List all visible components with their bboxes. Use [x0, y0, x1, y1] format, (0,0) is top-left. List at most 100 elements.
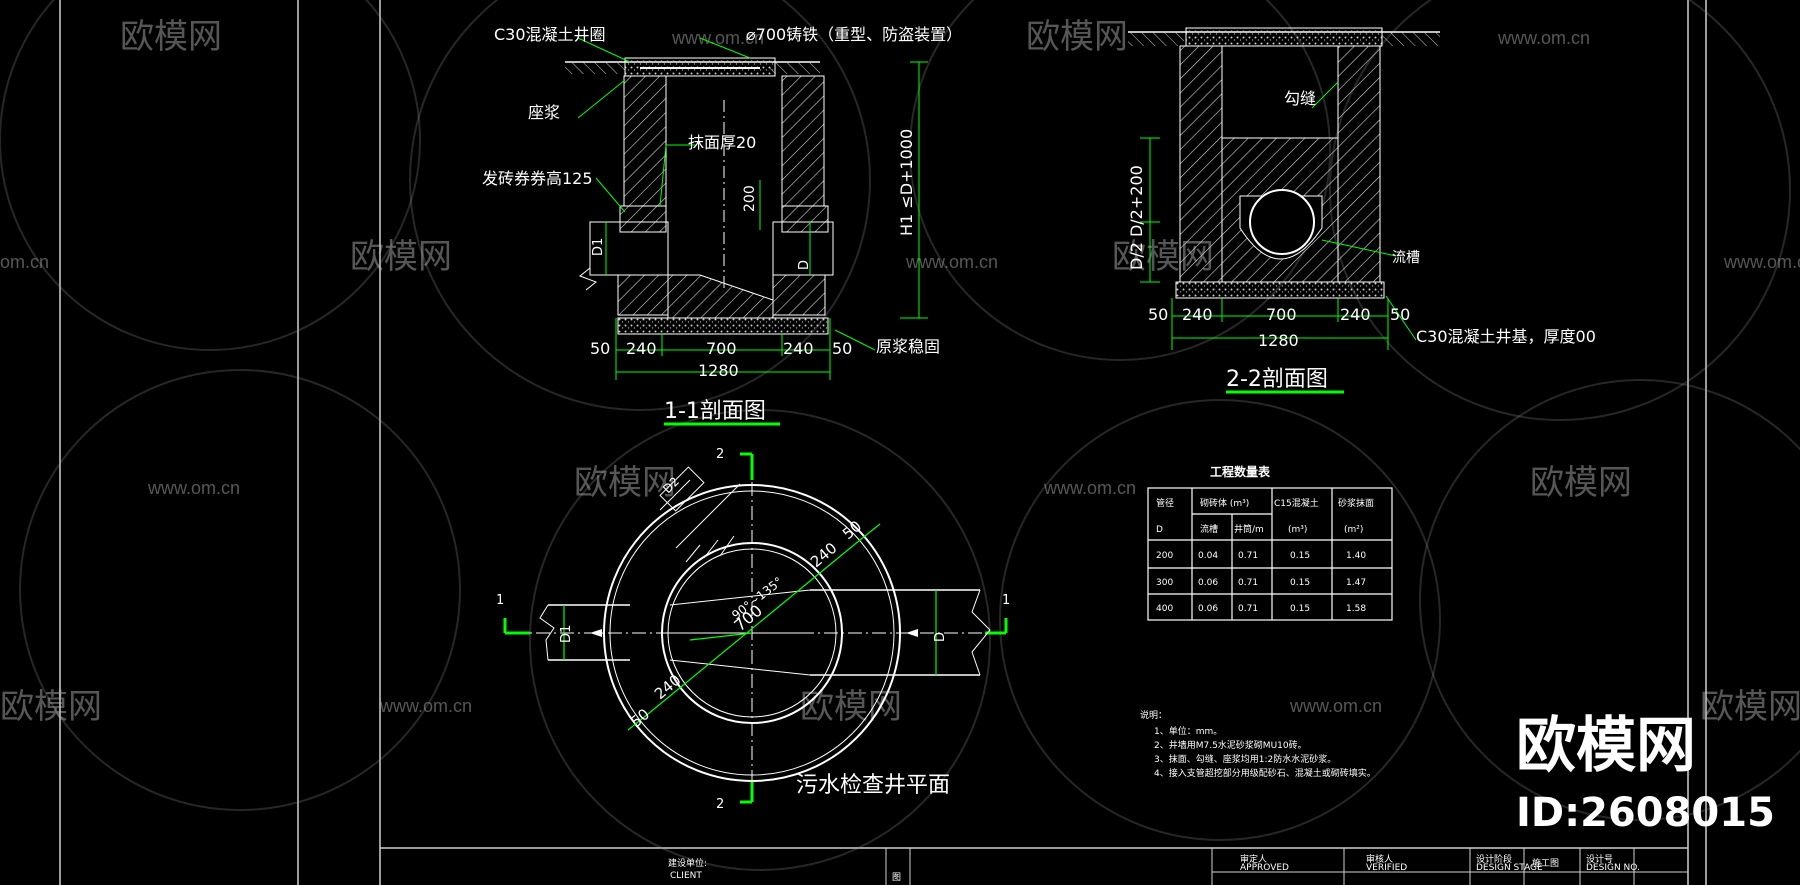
svg-text:www.om.cn: www.om.cn: [905, 252, 998, 272]
svg-text:抹面厚20: 抹面厚20: [688, 133, 756, 152]
section-2-2-title: 2-2剖面图: [1226, 367, 1328, 392]
svg-text:(m³): (m³): [1288, 525, 1307, 535]
svg-text:(m²): (m²): [1344, 525, 1363, 535]
svg-text:50: 50: [1390, 305, 1410, 324]
svg-text:www.om.cn: www.om.cn: [1043, 478, 1136, 498]
svg-text:D: D: [933, 632, 948, 642]
svg-text:0.04: 0.04: [1198, 551, 1218, 561]
svg-text:DESIGN STAGE: DESIGN STAGE: [1476, 863, 1543, 873]
svg-text:700: 700: [1266, 305, 1297, 324]
svg-text:CLIENT: CLIENT: [670, 871, 702, 881]
svg-text:D: D: [797, 260, 812, 270]
svg-text:砂浆抹面: 砂浆抹面: [1338, 497, 1374, 509]
table-row: 200 0.04 0.71 0.15 1.40: [1156, 551, 1366, 561]
svg-text:400: 400: [1156, 604, 1173, 614]
svg-text:200: 200: [742, 185, 758, 212]
plan-view: 2 2 1 1: [496, 447, 1010, 812]
svg-text:www.om.cn: www.om.cn: [671, 28, 764, 48]
svg-text:1.47: 1.47: [1346, 578, 1366, 588]
table-row: 300 0.06 0.71 0.15 1.47: [1156, 578, 1366, 588]
svg-text:D/2 D/2+200: D/2 D/2+200: [1127, 165, 1146, 270]
svg-text:2: 2: [716, 797, 724, 812]
svg-text:欧模网: 欧模网: [1516, 711, 1696, 781]
svg-text:欧模网: 欧模网: [120, 18, 222, 56]
svg-text:1280: 1280: [698, 361, 739, 380]
svg-text:240: 240: [1182, 305, 1213, 324]
svg-text:0.71: 0.71: [1238, 604, 1258, 614]
svg-text:1、单位：mm。: 1、单位：mm。: [1154, 725, 1222, 737]
svg-text:200: 200: [1156, 551, 1173, 561]
svg-text:井筒/m: 井筒/m: [1234, 523, 1264, 535]
svg-text:1.40: 1.40: [1346, 551, 1366, 561]
section-1-1: C30混凝土井圈 ⌀700铸铁（重型、防盗装置） 座浆 抹面厚20 发砖券券高1…: [482, 25, 962, 426]
svg-text:D1: D1: [559, 625, 574, 643]
svg-text:D1: D1: [591, 238, 606, 256]
svg-text:1: 1: [496, 593, 504, 608]
svg-text:240: 240: [626, 339, 657, 358]
svg-text:www.om.cn: www.om.cn: [147, 478, 240, 498]
table-row: 400 0.06 0.71 0.15 1.58: [1156, 604, 1366, 614]
svg-text:H1 ≤D+1000: H1 ≤D+1000: [897, 129, 916, 236]
svg-text:欧模网: 欧模网: [1026, 18, 1128, 56]
svg-text:240: 240: [783, 339, 814, 358]
svg-text:50: 50: [1148, 305, 1168, 324]
svg-text:D: D: [1156, 525, 1163, 535]
svg-text:APPROVED: APPROVED: [1240, 863, 1289, 873]
svg-text:C15混凝土: C15混凝土: [1274, 497, 1319, 509]
svg-text:审定人: 审定人: [1240, 853, 1267, 865]
svg-text:欧模网: 欧模网: [1700, 688, 1800, 726]
svg-text:⌀700铸铁（重型、防盗装置）: ⌀700铸铁（重型、防盗装置）: [746, 25, 962, 44]
svg-text:流槽: 流槽: [1200, 523, 1218, 535]
svg-text:www.om.cn: www.om.cn: [1497, 28, 1590, 48]
svg-text:0.71: 0.71: [1238, 551, 1258, 561]
svg-text:240: 240: [1340, 305, 1371, 324]
svg-text:C30混凝土井基，厚度00: C30混凝土井基，厚度00: [1416, 327, 1596, 346]
svg-text:设计阶段: 设计阶段: [1476, 853, 1512, 865]
svg-text:建设单位:: 建设单位:: [668, 857, 707, 869]
watermark-texts: 欧模网 欧模网 www.om.cn www.om.cn om.cn 欧模网 ww…: [0, 18, 1800, 726]
svg-text:2: 2: [716, 447, 724, 462]
svg-text:审核人: 审核人: [1366, 853, 1393, 865]
svg-text:ID:2608015: ID:2608015: [1516, 790, 1775, 836]
svg-text:www.om.cn: www.om.cn: [379, 696, 472, 716]
svg-text:50: 50: [832, 339, 852, 358]
svg-text:0.15: 0.15: [1290, 604, 1310, 614]
svg-text:流槽: 流槽: [1392, 250, 1420, 266]
title-block: 建设单位: CLIENT 图 审定人 APPROVED 审核人 VERIFIED…: [668, 848, 1688, 885]
svg-text:说明：: 说明：: [1140, 709, 1167, 721]
svg-text:VERIFIED: VERIFIED: [1366, 863, 1407, 873]
svg-text:座浆: 座浆: [528, 103, 560, 122]
svg-text:0.15: 0.15: [1290, 551, 1310, 561]
plan-title: 污水检查井平面: [796, 773, 950, 798]
svg-text:1.58: 1.58: [1346, 604, 1366, 614]
svg-text:3、抹面、勾缝、座浆均用1:2防水水泥砂浆。: 3、抹面、勾缝、座浆均用1:2防水水泥砂浆。: [1154, 753, 1336, 765]
svg-text:1: 1: [1002, 593, 1010, 608]
svg-text:图: 图: [892, 872, 901, 883]
svg-text:0.06: 0.06: [1198, 578, 1218, 588]
svg-text:原浆稳固: 原浆稳固: [876, 337, 940, 356]
quantity-table: 工程数量表 管径 砌砖体 (m³) C15混凝土 砂浆抹面 D 流槽 井筒/m …: [1147, 464, 1393, 621]
svg-text:管径: 管径: [1156, 497, 1174, 509]
svg-text:DESIGN NO.: DESIGN NO.: [1586, 863, 1640, 873]
svg-text:www.om.cn: www.om.cn: [1723, 252, 1800, 272]
svg-text:0.06: 0.06: [1198, 604, 1218, 614]
svg-text:4、接入支管超挖部分用级配砂石、混凝土或砌砖填实。: 4、接入支管超挖部分用级配砂石、混凝土或砌砖填实。: [1154, 767, 1376, 779]
svg-text:发砖券券高125: 发砖券券高125: [482, 169, 593, 188]
brand-logo: 欧模网 ID:2608015: [1516, 711, 1775, 836]
svg-text:工程数量表: 工程数量表: [1210, 464, 1271, 479]
svg-text:设计号: 设计号: [1586, 853, 1613, 865]
notes: 说明： 1、单位：mm。 2、井墙用M7.5水泥砂浆砌MU10砖。 3、抹面、勾…: [1140, 709, 1376, 779]
svg-text:欧模网: 欧模网: [574, 464, 676, 502]
svg-text:300: 300: [1156, 578, 1173, 588]
svg-text:www.om.cn: www.om.cn: [1289, 696, 1382, 716]
svg-text:om.cn: om.cn: [0, 252, 49, 272]
svg-text:欧模网: 欧模网: [0, 688, 102, 726]
svg-text:砌砖体 (m³): 砌砖体 (m³): [1200, 497, 1249, 509]
svg-text:0.15: 0.15: [1290, 578, 1310, 588]
section-1-1-title: 1-1剖面图: [664, 399, 766, 424]
svg-text:施工图: 施工图: [1532, 857, 1559, 869]
svg-text:1280: 1280: [1258, 331, 1299, 350]
svg-text:勾缝: 勾缝: [1284, 89, 1316, 108]
